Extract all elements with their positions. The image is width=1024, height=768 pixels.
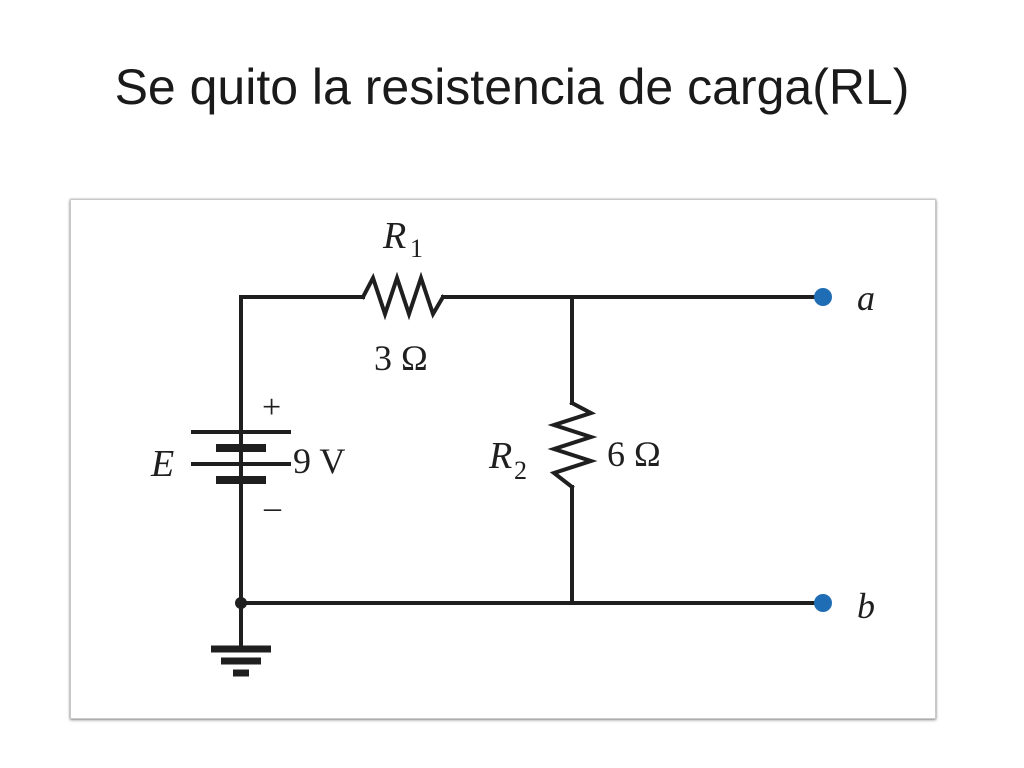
r1-label: R — [382, 215, 406, 257]
terminal-b-dot — [814, 594, 832, 612]
terminal-a-label: a — [857, 278, 875, 318]
battery-minus: – — [263, 489, 282, 526]
circuit-figure: R 1 3 Ω R 2 6 Ω + – E 9 V a b — [70, 199, 936, 719]
terminal-a-dot — [814, 288, 832, 306]
r2-subscript: 2 — [514, 456, 527, 485]
battery-plus: + — [262, 389, 281, 426]
r1-subscript: 1 — [410, 234, 423, 263]
r2-label: R — [488, 435, 512, 477]
source-value: 9 V — [293, 441, 345, 481]
resistor-r2 — [547, 400, 598, 490]
resistor-r1 — [360, 271, 446, 321]
r2-value: 6 Ω — [607, 434, 661, 474]
r1-value: 3 Ω — [374, 338, 428, 378]
terminal-b-label: b — [857, 586, 875, 626]
slide-title: Se quito la resistencia de carga(RL) — [114, 59, 910, 115]
circuit-diagram: R 1 3 Ω R 2 6 Ω + – E 9 V a b — [150, 215, 875, 677]
source-label: E — [150, 443, 174, 485]
